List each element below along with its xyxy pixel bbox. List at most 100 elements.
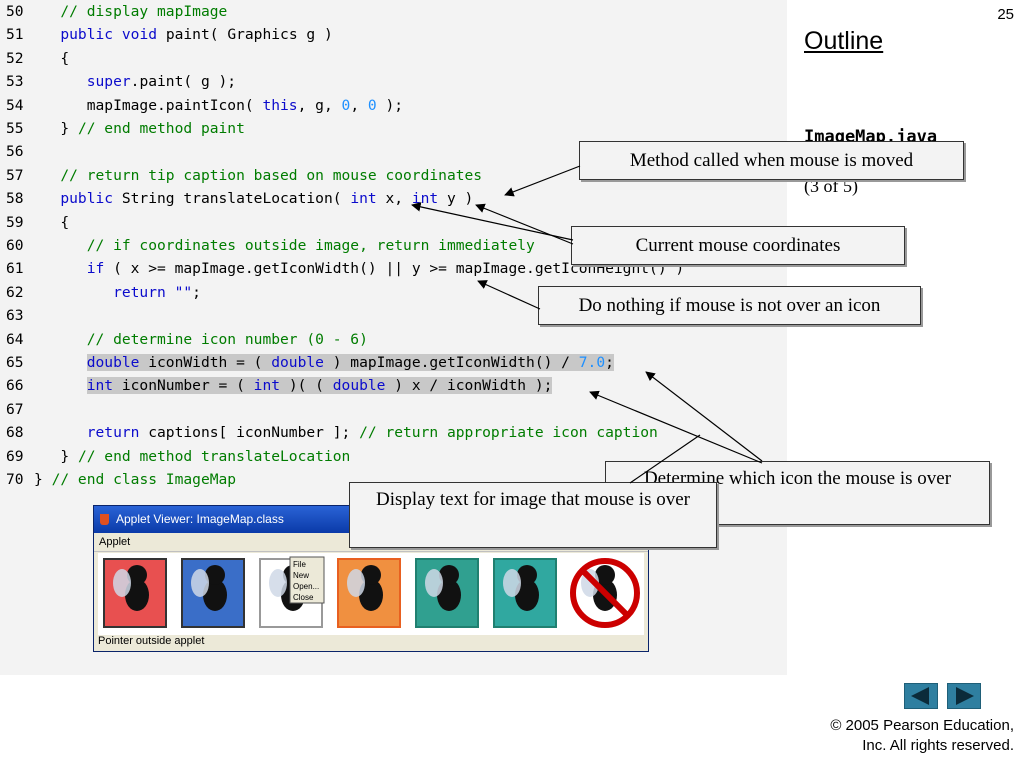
code-token: super bbox=[86, 73, 131, 91]
line-number: 55 bbox=[6, 120, 24, 137]
book-bug-icon[interactable] bbox=[415, 558, 479, 628]
code-token: paint( Graphics g ) bbox=[157, 26, 333, 44]
code-token bbox=[166, 284, 175, 301]
code-token bbox=[34, 284, 113, 301]
pencil-bug-icon[interactable] bbox=[493, 558, 557, 628]
code-token bbox=[34, 190, 60, 207]
line-number: 51 bbox=[6, 26, 24, 44]
line-number: 52 bbox=[6, 49, 24, 67]
applet-menu[interactable]: Applet bbox=[99, 536, 131, 548]
code-text: // if coordinates outside image, return … bbox=[34, 234, 535, 257]
code-text: return captions[ iconNumber ]; // return… bbox=[34, 421, 658, 444]
code-token: , g, bbox=[297, 96, 342, 114]
code-token: } bbox=[34, 120, 78, 137]
code-token bbox=[34, 260, 87, 277]
code-token: 0 bbox=[367, 96, 377, 114]
code-token: ); bbox=[376, 96, 404, 114]
line-number: 57 bbox=[6, 166, 24, 184]
prev-slide-button[interactable] bbox=[904, 683, 938, 709]
code-token: this bbox=[262, 96, 298, 114]
code-line: 65 double iconWidth = ( double ) mapImag… bbox=[0, 351, 787, 374]
code-token: { bbox=[34, 213, 70, 231]
code-token: double bbox=[271, 354, 324, 371]
copyright-line-2: Inc. All rights reserved. bbox=[862, 737, 1014, 754]
code-line: 58 public String translateLocation( int … bbox=[0, 187, 787, 210]
code-token: return bbox=[86, 424, 140, 442]
popup-menu-item: New bbox=[293, 571, 309, 580]
code-token: if bbox=[86, 260, 105, 278]
code-line: 52 { bbox=[0, 47, 787, 70]
code-text: // display mapImage bbox=[34, 0, 227, 23]
line-number: 59 bbox=[6, 213, 24, 231]
line-number: 61 bbox=[6, 260, 24, 278]
line-number: 67 bbox=[6, 400, 24, 418]
code-token: int bbox=[350, 190, 377, 208]
no-bugs-icon[interactable] bbox=[570, 558, 640, 628]
code-token: // determine icon number (0 - 6) bbox=[86, 330, 368, 348]
code-token: captions[ iconNumber ]; bbox=[139, 424, 360, 442]
code-token: // return appropriate icon caption bbox=[359, 424, 658, 442]
applet-title: Applet Viewer: ImageMap.class bbox=[116, 512, 284, 526]
code-token: mapImage.paintIcon( bbox=[34, 96, 263, 114]
outline-link[interactable]: Outline bbox=[804, 27, 884, 55]
popup-menu-item: File bbox=[293, 560, 306, 569]
code-token bbox=[113, 26, 122, 43]
code-text: } // end method translateLocation bbox=[34, 445, 350, 468]
code-token: return bbox=[113, 283, 166, 301]
part-label: (3 of 5) bbox=[804, 176, 858, 196]
code-token: int bbox=[86, 377, 114, 395]
code-token bbox=[34, 26, 60, 43]
code-token bbox=[34, 237, 87, 254]
line-number: 69 bbox=[6, 447, 24, 465]
code-line: 56 bbox=[0, 140, 787, 163]
callout-mouse-coords: Current mouse coordinates bbox=[571, 226, 905, 265]
code-line: 57 // return tip caption based on mouse … bbox=[0, 164, 787, 187]
line-number: 68 bbox=[6, 424, 24, 442]
code-token: ) x / iconWidth ); bbox=[385, 377, 553, 395]
code-line: 70} // end class ImageMap bbox=[0, 468, 787, 491]
right-arrow-icon bbox=[956, 687, 974, 705]
code-text: // determine icon number (0 - 6) bbox=[34, 328, 368, 351]
code-line: 54 mapImage.paintIcon( this, g, 0, 0 ); bbox=[0, 94, 787, 117]
code-token: 7.0 bbox=[578, 354, 606, 371]
line-number: 65 bbox=[6, 354, 24, 371]
line-number: 53 bbox=[6, 73, 24, 91]
code-text: { bbox=[34, 47, 69, 70]
code-token: double bbox=[86, 354, 140, 371]
code-token: ; bbox=[192, 283, 201, 301]
java-cup-icon bbox=[100, 514, 109, 525]
code-text: mapImage.paintIcon( this, g, 0, 0 ); bbox=[34, 94, 403, 117]
code-token: { bbox=[34, 49, 70, 67]
code-token bbox=[34, 424, 87, 441]
code-text: public String translateLocation( int x, … bbox=[34, 187, 473, 210]
running-bug-icon[interactable] bbox=[337, 558, 401, 628]
code-token bbox=[34, 331, 87, 348]
line-number: 60 bbox=[6, 237, 24, 254]
line-number: 50 bbox=[6, 3, 24, 20]
code-line: 51 public void paint( Graphics g ) bbox=[0, 23, 787, 46]
code-token: ; bbox=[605, 354, 614, 371]
code-token bbox=[34, 73, 87, 90]
applet-status: Pointer outside applet bbox=[98, 635, 205, 647]
line-number: 54 bbox=[6, 96, 24, 114]
code-token bbox=[34, 3, 60, 20]
thumbs-up-bug-icon[interactable] bbox=[181, 558, 245, 628]
code-token: String translateLocation( bbox=[113, 190, 351, 208]
code-line: 62 return ""; bbox=[0, 281, 787, 304]
thumbs-down-bug-icon[interactable] bbox=[103, 558, 167, 628]
popup-menu-item: Close bbox=[293, 593, 314, 602]
line-number: 70 bbox=[6, 471, 24, 488]
code-line: 69 } // end method translateLocation bbox=[0, 445, 787, 468]
code-token bbox=[34, 167, 60, 184]
code-token: )( ( bbox=[280, 377, 333, 395]
code-token: public bbox=[60, 190, 114, 208]
applet-menubar: Applet bbox=[94, 533, 648, 552]
code-text: super.paint( g ); bbox=[34, 70, 236, 93]
code-token: // end method paint bbox=[77, 120, 245, 137]
line-number: 66 bbox=[6, 377, 24, 395]
code-token: public bbox=[60, 26, 114, 44]
next-slide-button[interactable] bbox=[947, 683, 981, 709]
